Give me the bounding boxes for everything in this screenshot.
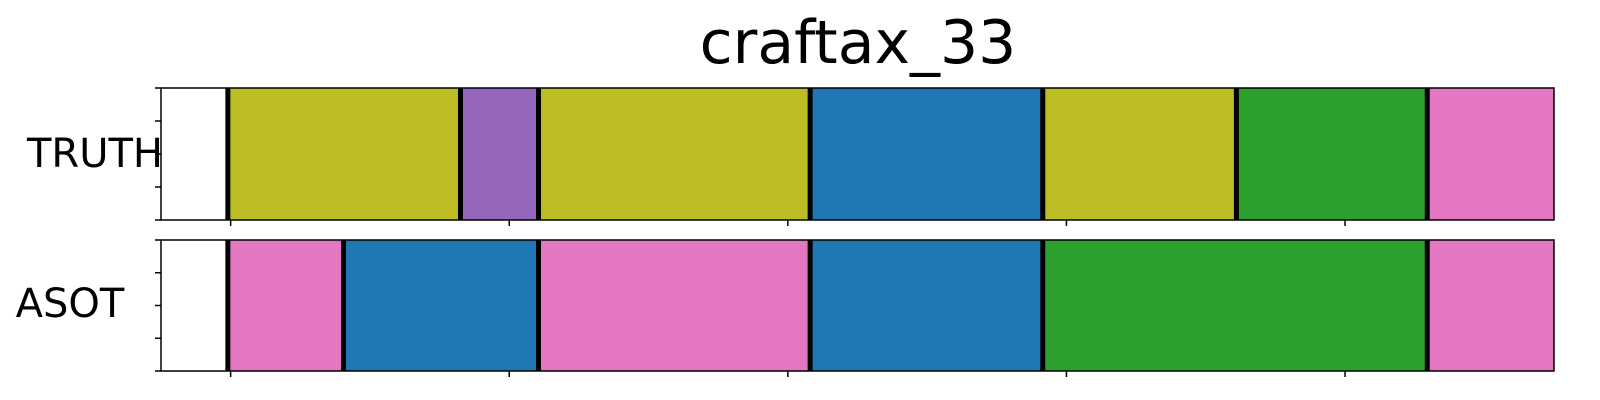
segment-asot-1 (343, 240, 539, 371)
chart-title: craftax_33 (700, 8, 1017, 78)
segment-truth-4 (1042, 88, 1237, 220)
row-asot: ASOT (16, 239, 1555, 377)
segment-truth-1 (460, 88, 539, 220)
row-label-truth: TRUTH (26, 131, 163, 177)
segment-asot-2 (538, 240, 811, 371)
row-label-asot: ASOT (16, 281, 125, 327)
segment-truth-6 (1427, 88, 1554, 220)
segment-truth-2 (538, 88, 811, 220)
segment-asot-0 (227, 240, 344, 371)
segment-truth-3 (810, 88, 1043, 220)
segment-truth-0 (227, 88, 461, 220)
rows-layer: TRUTH ASOT (16, 87, 1555, 377)
row-truth: TRUTH (26, 87, 1555, 226)
segment-asot-3 (810, 240, 1043, 371)
segment-asot-5 (1427, 240, 1554, 371)
segment-asot-4 (1042, 240, 1428, 371)
segment-truth-5 (1236, 88, 1428, 220)
